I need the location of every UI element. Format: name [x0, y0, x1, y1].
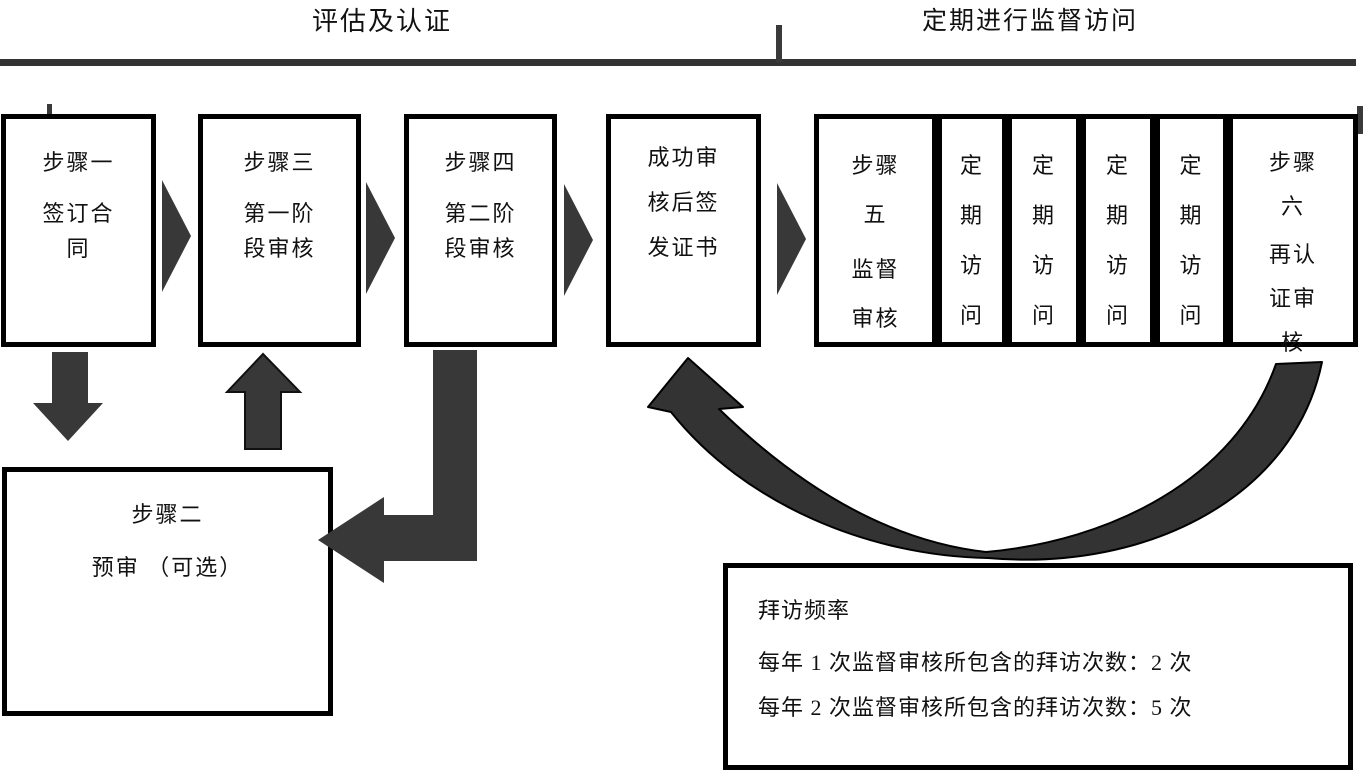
- flow-box-step5-text: 步骤五监督审核: [851, 153, 900, 331]
- arrow-step4-to-certificate: [564, 184, 593, 296]
- arrow-step3-to-step4: [366, 182, 395, 294]
- flow-box-step4-text: 步骤四第二阶段审核: [444, 150, 517, 261]
- arrow-step4-down-to-step2: [318, 350, 477, 583]
- flow-box-step6: 步骤六再认证审核: [1228, 114, 1358, 355]
- arrow-certificate-to-step5: [777, 183, 806, 295]
- arrow-step2-up-to-step3: [224, 352, 303, 450]
- flow-box-step3-text: 步骤三第一阶段审核: [243, 150, 316, 261]
- flow-box-visit-3-text: 定期访问: [1105, 153, 1130, 328]
- bracket-right-tick: [1357, 106, 1363, 134]
- flow-box-visit-4-text: 定期访问: [1179, 153, 1204, 328]
- flow-box-step3: 步骤三第一阶段审核: [198, 114, 361, 347]
- flow-box-visit-1-text: 定期访问: [959, 153, 984, 328]
- bracket-line: [0, 59, 1356, 66]
- flow-box-step2: 步骤二预审 （可选）: [2, 467, 333, 716]
- flow-box-step5: 步骤五监督审核: [814, 114, 937, 347]
- arrow-step1-to-step3: [162, 180, 191, 292]
- flow-box-visit-1: 定期访问: [937, 114, 1007, 347]
- bracket-label-assessment: 评估及认证: [311, 7, 453, 36]
- flow-box-visit-2-text: 定期访问: [1031, 153, 1056, 328]
- frequency-line-2: 每年 2 次监督审核所包含的拜访次数：5 次: [758, 695, 1193, 720]
- bracket-label-surveillance: 定期进行监督访问: [921, 8, 1139, 35]
- bracket-divider-tick: [776, 25, 782, 62]
- flow-box-visit-3: 定期访问: [1081, 114, 1155, 347]
- flow-box-step1-text: 步骤一签订合同: [42, 150, 115, 261]
- arrow-step1-down-to-step2: [33, 352, 103, 441]
- flow-box-certificate: 成功审核后签发证书: [606, 114, 761, 347]
- arrow-step6-curve-to-certificate: [647, 357, 1323, 561]
- flow-box-step4: 步骤四第二阶段审核: [404, 114, 557, 347]
- flow-box-step1: 步骤一签订合同: [1, 114, 156, 347]
- visit-frequency-note: 拜访频率 每年 1 次监督审核所包含的拜访次数：2 次 每年 2 次监督审核所包…: [723, 563, 1353, 770]
- flow-box-certificate-text: 成功审核后签发证书: [647, 145, 720, 260]
- flow-box-step2-text: 步骤二预审 （可选）: [91, 502, 244, 580]
- flow-box-step6-text: 步骤六再认证审核: [1268, 150, 1317, 355]
- flow-box-visit-4: 定期访问: [1155, 114, 1228, 347]
- flow-box-visit-2: 定期访问: [1007, 114, 1081, 347]
- frequency-line-1: 每年 1 次监督审核所包含的拜访次数：2 次: [758, 650, 1193, 675]
- frequency-title: 拜访频率: [758, 598, 851, 623]
